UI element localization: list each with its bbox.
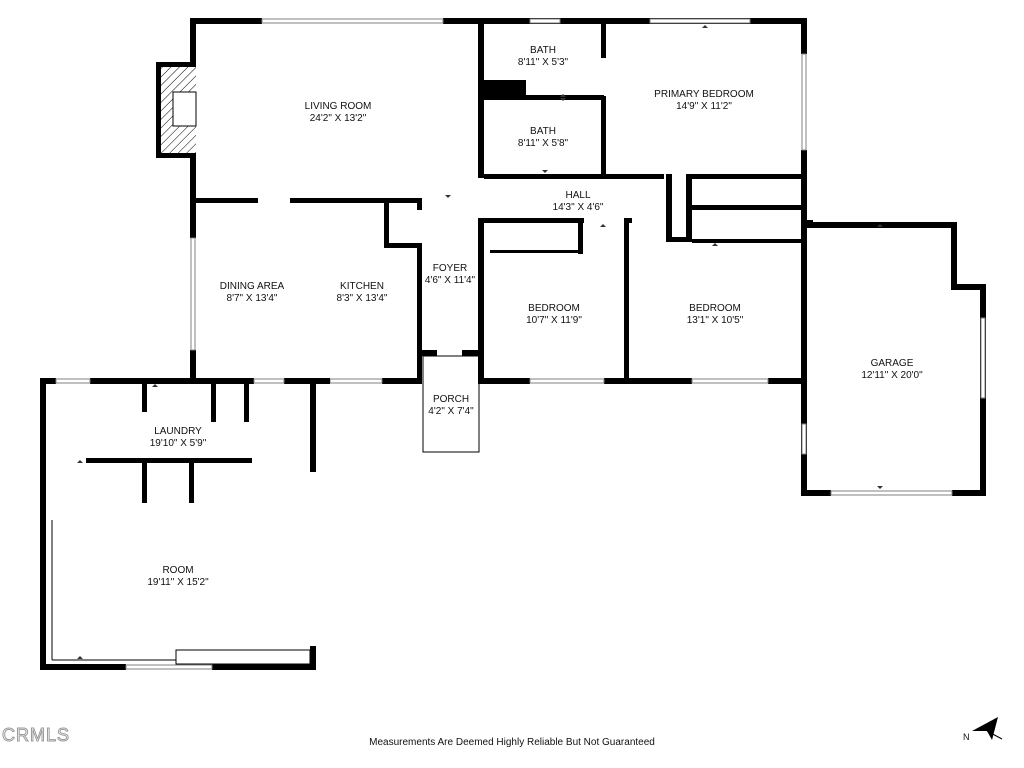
porch-outline	[422, 355, 480, 453]
room-dims: 4'2" X 7'4"	[428, 406, 474, 417]
compass-letter: N	[963, 732, 970, 742]
room-bath-upper: BATH 8'11" X 5'3"	[518, 45, 569, 68]
room-name: BATH	[530, 126, 556, 137]
room-hall: HALL 14'3" X 4'6"	[553, 190, 604, 213]
room-dims: 4'6" X 11'4"	[425, 275, 476, 286]
disclaimer-text: Measurements Are Deemed Highly Reliable …	[369, 737, 655, 748]
room-laundry: LAUNDRY 19'10" X 5'9"	[150, 426, 207, 449]
room-name: BEDROOM	[689, 303, 741, 314]
room-room: ROOM 19'11" X 15'2"	[147, 565, 209, 588]
room-name: LAUNDRY	[154, 426, 202, 437]
room-name: KITCHEN	[340, 281, 384, 292]
room-dims: 8'11" X 5'8"	[518, 138, 569, 149]
room-dims: 8'7" X 13'4"	[227, 293, 278, 304]
room-garage: GARAGE 12'11" X 20'0"	[861, 358, 923, 381]
room-dims: 19'10" X 5'9"	[150, 438, 207, 449]
room-bedroom-right: BEDROOM 13'1" X 10'5"	[687, 303, 744, 326]
interior-walls	[478, 18, 807, 384]
garage-walls	[801, 220, 986, 496]
room-name: GARAGE	[871, 358, 914, 369]
crmls-logo: CRMLS	[2, 725, 70, 745]
fireplace	[156, 62, 197, 158]
room-dims: 14'9" X 11'2"	[676, 101, 732, 112]
room-living-room: LIVING ROOM 24'2" X 13'2"	[305, 101, 372, 124]
room-dining-area: DINING AREA 8'7" X 13'4"	[220, 281, 285, 304]
room-porch: PORCH 4'2" X 7'4"	[428, 394, 474, 417]
room-dims: 19'11" X 15'2"	[147, 577, 209, 588]
windows	[190, 18, 807, 384]
room-kitchen: KITCHEN 8'3" X 13'4"	[337, 281, 388, 304]
room-name: ROOM	[162, 565, 193, 576]
room-dims: 24'2" X 13'2"	[310, 113, 367, 124]
room-foyer: FOYER 4'6" X 11'4"	[425, 263, 476, 286]
room-name: LIVING ROOM	[305, 101, 372, 112]
room-dims: 12'11" X 20'0"	[861, 370, 923, 381]
room-name: BATH	[530, 45, 556, 56]
main-house-walls	[190, 18, 807, 384]
room-dims: 13'1" X 10'5"	[687, 315, 744, 326]
room-dims: 8'3" X 13'4"	[337, 293, 388, 304]
room-name: BEDROOM	[528, 303, 580, 314]
room-name: FOYER	[433, 263, 467, 274]
room-primary-bedroom: PRIMARY BEDROOM 14'9" X 11'2"	[654, 89, 754, 112]
room-dims: 14'3" X 4'6"	[553, 202, 604, 213]
addition-walls	[40, 378, 330, 670]
room-dims: 8'11" X 5'3"	[518, 57, 569, 68]
room-name: HALL	[565, 190, 590, 201]
room-bedroom-left: BEDROOM 10'7" X 11'9"	[526, 303, 582, 326]
dimension-markers	[77, 25, 883, 659]
room-bath-lower: BATH 8'11" X 5'8"	[518, 126, 569, 149]
room-dims: 10'7" X 11'9"	[526, 315, 582, 326]
room-name: PRIMARY BEDROOM	[654, 89, 754, 100]
room-name: DINING AREA	[220, 281, 285, 292]
room-name: PORCH	[433, 394, 469, 405]
north-arrow-icon: N	[963, 717, 1003, 742]
